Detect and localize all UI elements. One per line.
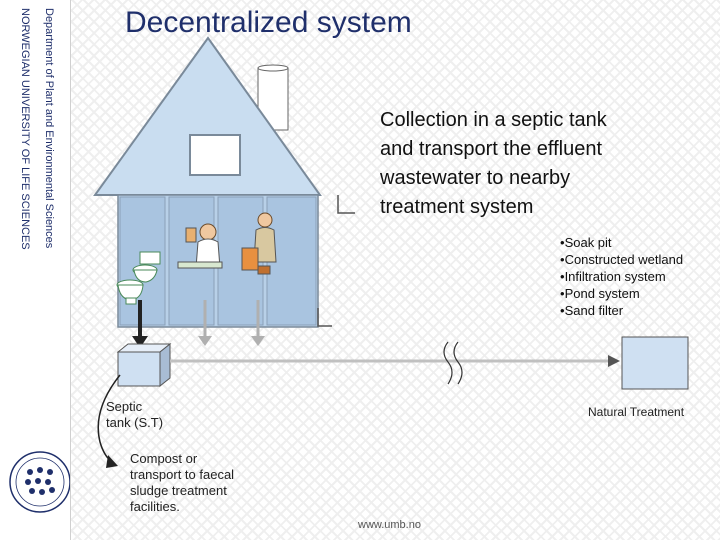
list-item: Pond system: [560, 285, 683, 302]
list-item: Infiltration system: [560, 268, 683, 285]
compost-label: Compost or transport to faecal sludge tr…: [130, 451, 235, 514]
drain-arrow-head: [198, 336, 212, 346]
toilet-icon: [116, 279, 144, 305]
list-item: Sand filter: [560, 302, 683, 319]
chimney-top: [257, 64, 289, 72]
list-item: Constructed wetland: [560, 251, 684, 268]
toilet-icon: [132, 251, 161, 283]
website-link[interactable]: www.umb.no: [358, 519, 421, 531]
vent-pipe: [337, 195, 355, 214]
drain-arrows: [203, 300, 260, 336]
university-seal-icon: [9, 451, 70, 513]
treatment-options-list: Soak pit Constructed wetland Infiltratio…: [560, 234, 684, 319]
flow-arrow-head: [132, 336, 148, 348]
vent-pipe: [317, 308, 332, 327]
compost-arrow: [97, 374, 121, 463]
distance-break-icon: [443, 341, 453, 385]
natural-treatment-box: [621, 336, 689, 390]
collection-description: Collection in a septic tank and transpor…: [380, 109, 607, 218]
septic-tank: [116, 342, 172, 388]
compost-arrow-head: [106, 455, 118, 468]
list-item: Soak pit: [560, 234, 683, 251]
septic-tank-label: Septic tank (S.T): [106, 399, 164, 430]
distance-break-icon: [453, 341, 463, 385]
pipe-arrow-head: [608, 355, 620, 367]
sidebar: Department of Plant and Environmental Sc…: [0, 0, 71, 540]
person-cooking-icon: [241, 212, 277, 275]
roof-window: [189, 134, 241, 176]
slide-title: Decentralized system: [125, 6, 412, 39]
person-washing-icon: [177, 223, 223, 269]
natural-treatment-label: Natural Treatment: [588, 405, 685, 419]
drain-arrow-head: [251, 336, 265, 346]
